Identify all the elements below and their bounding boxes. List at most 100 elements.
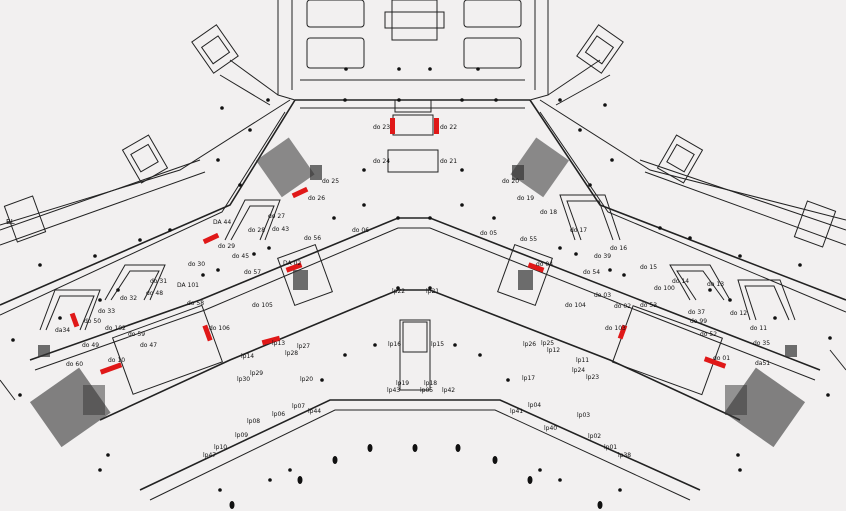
gate-label: do 56	[304, 235, 321, 242]
corner-label: BL	[6, 218, 15, 226]
column-dot	[396, 216, 400, 220]
gate-label: do 60	[66, 361, 83, 368]
column-dot	[492, 216, 496, 220]
gate-label: do 31	[150, 278, 167, 285]
gate-label: do 105	[252, 302, 273, 309]
gate-label: DA 44	[213, 219, 231, 226]
gate-label: do 48	[146, 290, 163, 297]
column-dot	[106, 453, 110, 457]
apron-marking	[492, 456, 498, 464]
gate-label: do 14	[672, 278, 689, 285]
gate-label: do 05	[480, 230, 497, 237]
bridge-label: lp18	[424, 380, 437, 387]
column-dot	[38, 263, 42, 267]
column-dot	[558, 246, 562, 250]
bridge-label: lp14	[241, 353, 254, 360]
gate-label: do 102	[105, 325, 126, 332]
gate-label: DA 101	[177, 282, 199, 289]
column-dot	[494, 98, 498, 102]
column-dot	[476, 67, 480, 71]
bridge-label: lp20	[300, 376, 313, 383]
column-dot	[138, 238, 142, 242]
gate-marker	[99, 362, 123, 375]
bridge-label: lp17	[522, 375, 535, 382]
column-dot	[558, 98, 562, 102]
gate-label: do 32	[120, 295, 137, 302]
gate-label: do 13	[707, 281, 724, 288]
column-dot	[658, 226, 662, 230]
gate-label: do 47	[140, 342, 157, 349]
column-dot	[288, 468, 292, 472]
column-dot	[588, 183, 592, 187]
column-dot	[266, 98, 270, 102]
gate-label: do 59	[128, 331, 145, 338]
bridge-label: lp07	[292, 403, 305, 410]
gate-label: do 45	[232, 253, 249, 260]
bridge-label: lp26	[523, 341, 536, 348]
gate-label: da34	[55, 327, 70, 334]
column-dot	[608, 268, 612, 272]
gate-label: do 33	[98, 308, 115, 315]
bridge-label: lp06	[272, 411, 285, 418]
bridge-label: lp19	[396, 380, 409, 387]
column-dot	[578, 128, 582, 132]
gate-label: do 37	[688, 309, 705, 316]
bridge-label: lp23	[586, 374, 599, 381]
gate-label: do 10	[108, 357, 125, 364]
gate-label: do 103	[605, 325, 626, 332]
column-dot	[267, 246, 271, 250]
gate-label: do 100	[654, 285, 675, 292]
column-dot	[453, 343, 457, 347]
column-dot	[216, 268, 220, 272]
gate-label: do 55	[520, 236, 537, 243]
gate-label: do 25	[322, 178, 339, 185]
column-dot	[506, 378, 510, 382]
gate-label: do 49	[82, 342, 99, 349]
gate-marker	[527, 262, 545, 273]
column-dot	[362, 168, 366, 172]
column-dot	[618, 488, 622, 492]
gate-label: do 16	[610, 245, 627, 252]
gate-marker	[434, 118, 439, 134]
column-dot	[98, 298, 102, 302]
bridge-label: lp40	[544, 425, 557, 432]
column-dot	[428, 67, 432, 71]
gate-label: do 18	[540, 209, 557, 216]
bridge-label: lp29	[250, 370, 263, 377]
bridge-label: lp03	[577, 412, 590, 419]
gate-label: do 30	[188, 261, 205, 268]
gate-marker	[291, 186, 309, 199]
apron-marking	[527, 476, 533, 484]
bridge-label: lp02	[588, 433, 601, 440]
bridge-label: lp04	[528, 402, 541, 409]
column-dot	[216, 158, 220, 162]
column-dot	[397, 67, 401, 71]
column-dot	[397, 98, 401, 102]
column-dot	[218, 488, 222, 492]
gate-label: do 39	[594, 253, 611, 260]
column-dot	[738, 468, 742, 472]
column-dot	[320, 378, 324, 382]
column-dot	[428, 286, 432, 290]
gate-label: do 26	[308, 195, 325, 202]
gate-label: do 12	[730, 310, 747, 317]
column-dots	[11, 67, 832, 509]
column-dot	[11, 338, 15, 342]
bridge-label: lp15	[431, 341, 444, 348]
column-dot	[18, 393, 22, 397]
bridge-label: lp12	[547, 347, 560, 354]
column-dot	[252, 252, 256, 256]
gate-label: do 01	[713, 355, 730, 362]
gate-label: do 02	[614, 303, 631, 310]
gate-marker	[617, 324, 628, 340]
column-dot	[798, 263, 802, 267]
column-dot	[460, 98, 464, 102]
bridge-label: lp47	[203, 452, 216, 459]
bridge-label: lp44	[308, 408, 321, 415]
apron-marking	[332, 456, 338, 464]
bridge-label: lp10	[214, 444, 227, 451]
gate-label: do 50	[84, 318, 101, 325]
